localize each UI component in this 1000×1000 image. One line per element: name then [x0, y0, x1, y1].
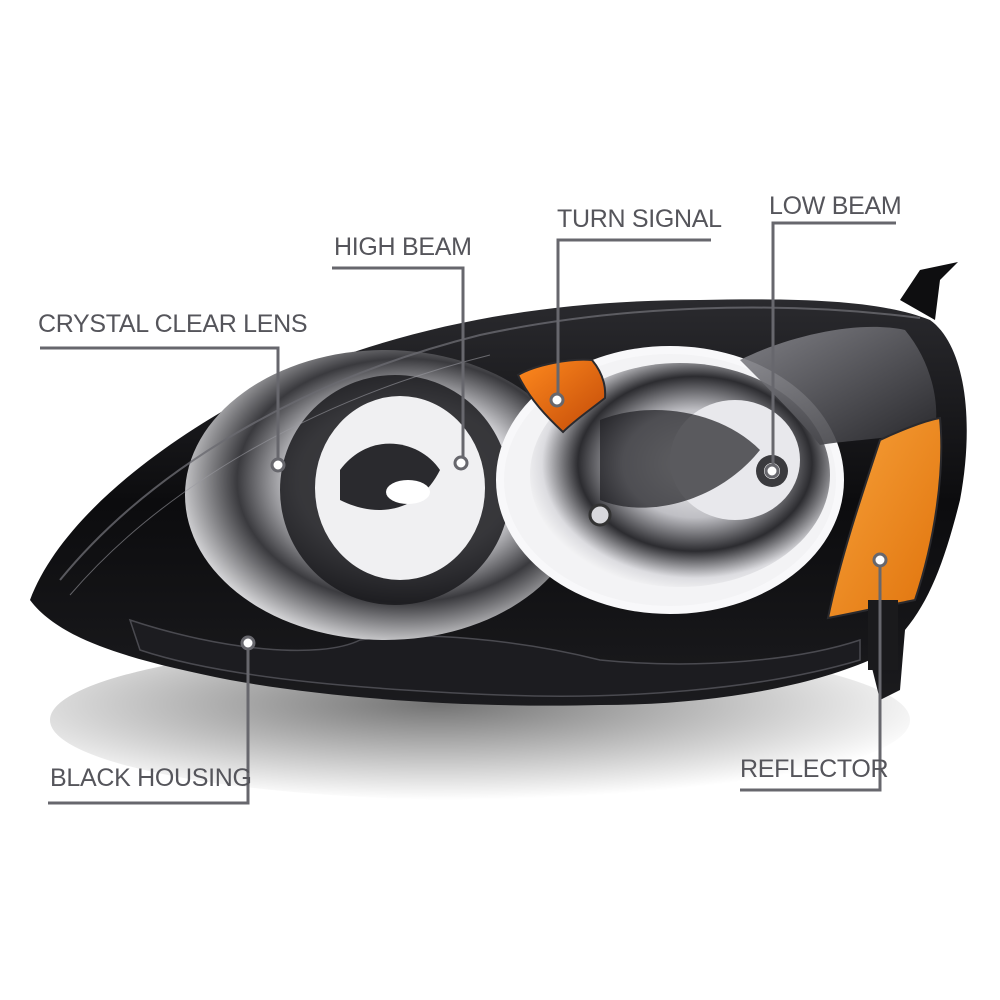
smoked-corner-lens: [740, 326, 937, 445]
label-high-beam: HIGH BEAM: [334, 233, 472, 261]
callout-dot-reflector: [872, 552, 888, 568]
label-turn-signal: TURN SIGNAL: [557, 205, 722, 233]
mounting-tab: [900, 262, 958, 320]
callout-dot-low-beam: [764, 463, 780, 479]
callout-line-reflector: [740, 560, 882, 792]
label-reflector: REFLECTOR: [740, 755, 889, 783]
label-black-housing: BLACK HOUSING: [50, 764, 252, 792]
callout-line-low-beam: [771, 221, 896, 471]
lower-lens-trim: [128, 618, 861, 697]
callout-line-black-housing: [48, 643, 250, 805]
amber-side-reflector: [826, 416, 943, 620]
callout-line-high-beam: [332, 266, 465, 463]
callout-dot-high-beam: [453, 455, 469, 471]
lower-mount-bracket: [868, 600, 898, 670]
callout-line-crystal-clear-lens: [40, 346, 280, 465]
label-low-beam: LOW BEAM: [769, 192, 902, 220]
callout-dot-turn-signal: [549, 392, 565, 408]
callout-dot-black-housing: [240, 635, 256, 651]
callout-line-turn-signal: [556, 238, 711, 400]
label-crystal-clear-lens: CRYSTAL CLEAR LENS: [38, 310, 308, 338]
callout-dot-crystal-clear-lens: [270, 457, 286, 473]
